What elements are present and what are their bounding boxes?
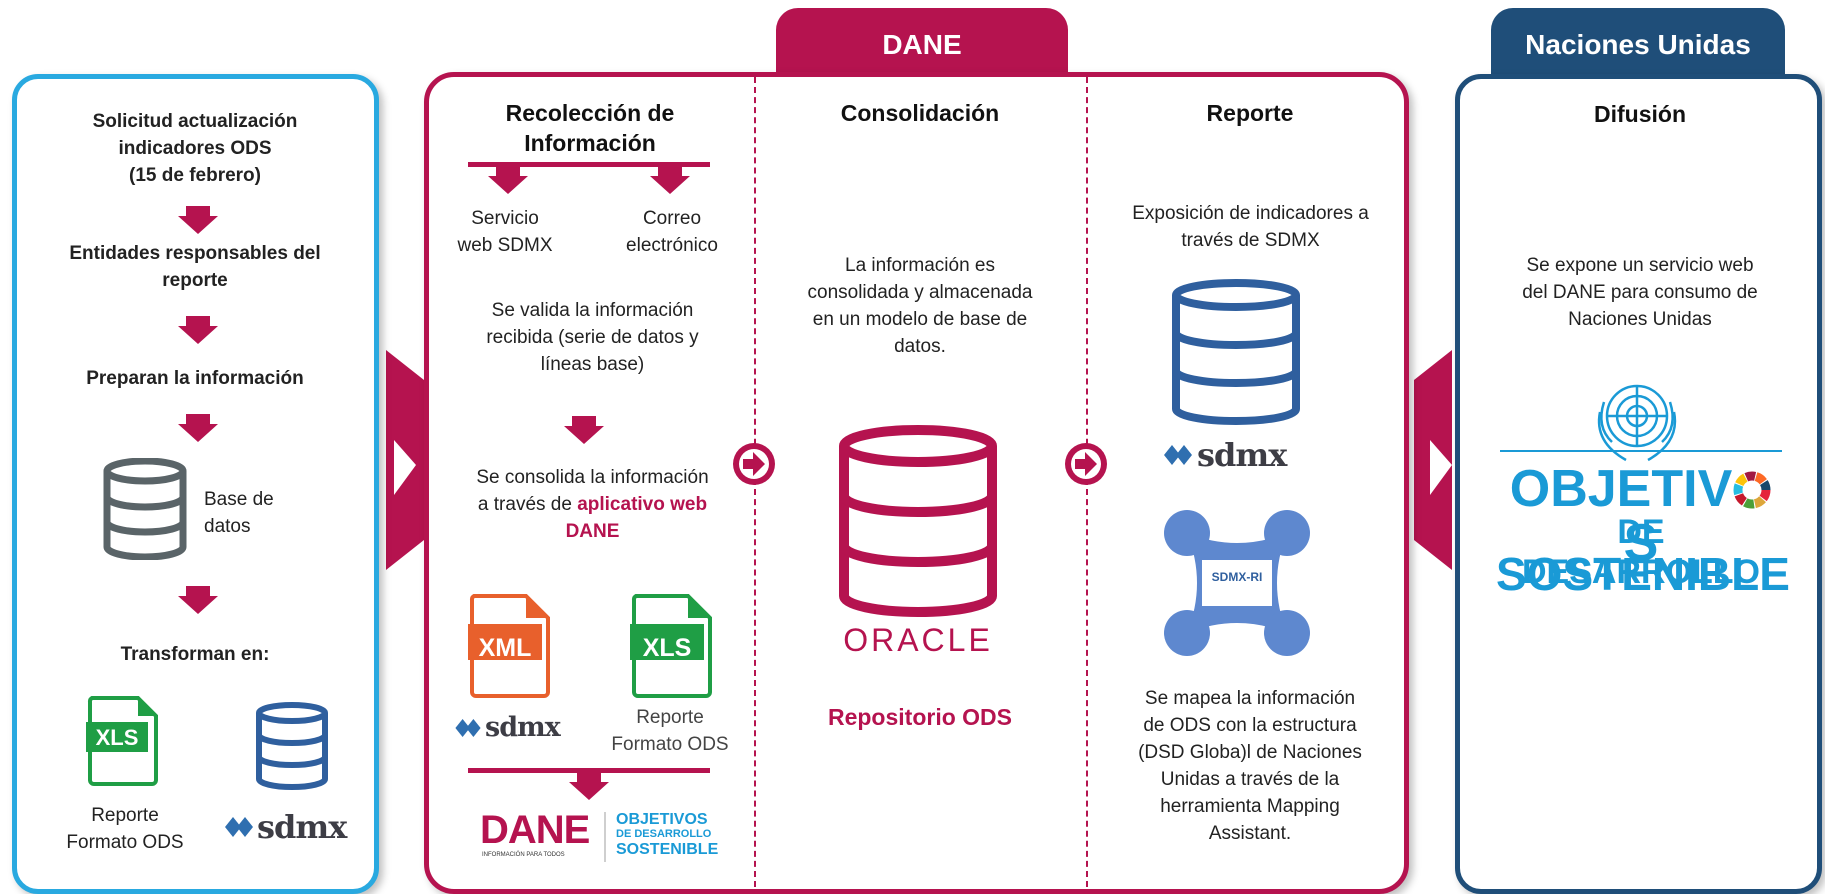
report-format-label: Reporte Formato ODS — [66, 805, 184, 853]
arrow-down-icon — [178, 414, 218, 442]
difusion-title: Difusión — [1594, 101, 1686, 127]
ods-title-line2: DE DESARROLLO — [1522, 513, 1760, 591]
difusion-desc: Se expone un servicio web del DANE para … — [1522, 255, 1758, 330]
consolidacion-title: Consolidación — [840, 100, 1000, 126]
step-transform: Transforman en: — [120, 644, 270, 665]
oracle-logo: ORACLE — [843, 622, 993, 658]
dane-tagline: INFORMACIÓN PARA TODOS — [482, 852, 565, 858]
merge-arrow-icon — [468, 768, 710, 800]
database-label: Base de datos — [204, 489, 274, 537]
flow-arrow-circle-icon — [733, 443, 775, 485]
xls-badge: XLS — [95, 725, 139, 750]
mapping-text: Se mapea la información de ODS con la es… — [1138, 688, 1362, 844]
step-entities: Entidades responsables del reporte — [69, 243, 321, 291]
dane-tab: DANE — [776, 8, 1068, 76]
sdmx-database-icon — [1172, 279, 1300, 425]
sdmx-diamond-icon — [455, 718, 481, 737]
un-emblem-icon — [1597, 384, 1677, 462]
oracle-database-icon — [839, 425, 997, 617]
exposicion-text: Exposición de indicadores a través de SD… — [1132, 203, 1369, 251]
xls-badge: XLS — [642, 634, 692, 662]
step-request: Solicitud actualización indicadores ODS … — [92, 111, 298, 186]
ods-title-line1: OBJETIV S — [1496, 462, 1786, 570]
validate-text: Se valida la información recibida (serie… — [486, 300, 699, 375]
channel-sdmx-web: Servicio web SDMX — [457, 208, 553, 256]
xls-file-icon — [86, 696, 158, 786]
split-arrow-icon — [468, 162, 710, 194]
sdmx-logo: sdmx — [1163, 436, 1287, 474]
recoleccion-title: Recolección de Información — [505, 100, 675, 156]
sdmx-logo: sdmx — [225, 808, 347, 846]
report-format-label: Reporte Formato ODS — [611, 707, 729, 755]
xml-badge: XML — [478, 634, 532, 662]
sdmx-diamond-icon — [1164, 445, 1192, 465]
ods-rule — [1500, 450, 1782, 452]
step-prepare: Preparan la información — [86, 368, 304, 389]
arrow-down-icon — [178, 206, 218, 234]
xls-file-icon — [630, 594, 712, 698]
un-tab: Naciones Unidas — [1491, 8, 1785, 76]
arrow-down-icon — [564, 416, 604, 444]
database-icon — [103, 458, 187, 560]
consolidate-text: Se consolida la información a través de … — [476, 467, 709, 542]
database-icon — [256, 702, 328, 790]
repository-label: Repositorio ODS — [827, 704, 1012, 730]
sdmx-diamond-icon — [225, 817, 253, 837]
xml-file-icon — [468, 594, 550, 698]
channel-email: Correo electrónico — [626, 208, 718, 256]
arrow-down-icon — [178, 586, 218, 614]
ods-title-line3: SOSTENIBLE — [1496, 548, 1790, 600]
sdmx-ri-network-icon — [1164, 510, 1310, 656]
right-connector-chevron — [1414, 350, 1452, 570]
ods-small-logo: OBJETIVOS DE DESARROLLO SOSTENIBLE — [616, 811, 719, 858]
sdmx-ri-label: SDMX-RI — [1211, 570, 1263, 584]
consolidacion-desc: La información es consolidada y almacena… — [807, 255, 1033, 357]
reporte-title: Reporte — [1206, 100, 1294, 126]
sdmx-logo: sdmx — [455, 712, 561, 743]
arrow-down-icon — [178, 316, 218, 344]
logo-separator — [604, 812, 606, 862]
flow-arrow-circle-icon — [1065, 443, 1107, 485]
dane-logo: DANE — [480, 808, 590, 852]
sdg-wheel-icon — [1733, 471, 1771, 509]
dane-panel — [424, 72, 1409, 894]
left-connector-chevron — [386, 350, 424, 570]
